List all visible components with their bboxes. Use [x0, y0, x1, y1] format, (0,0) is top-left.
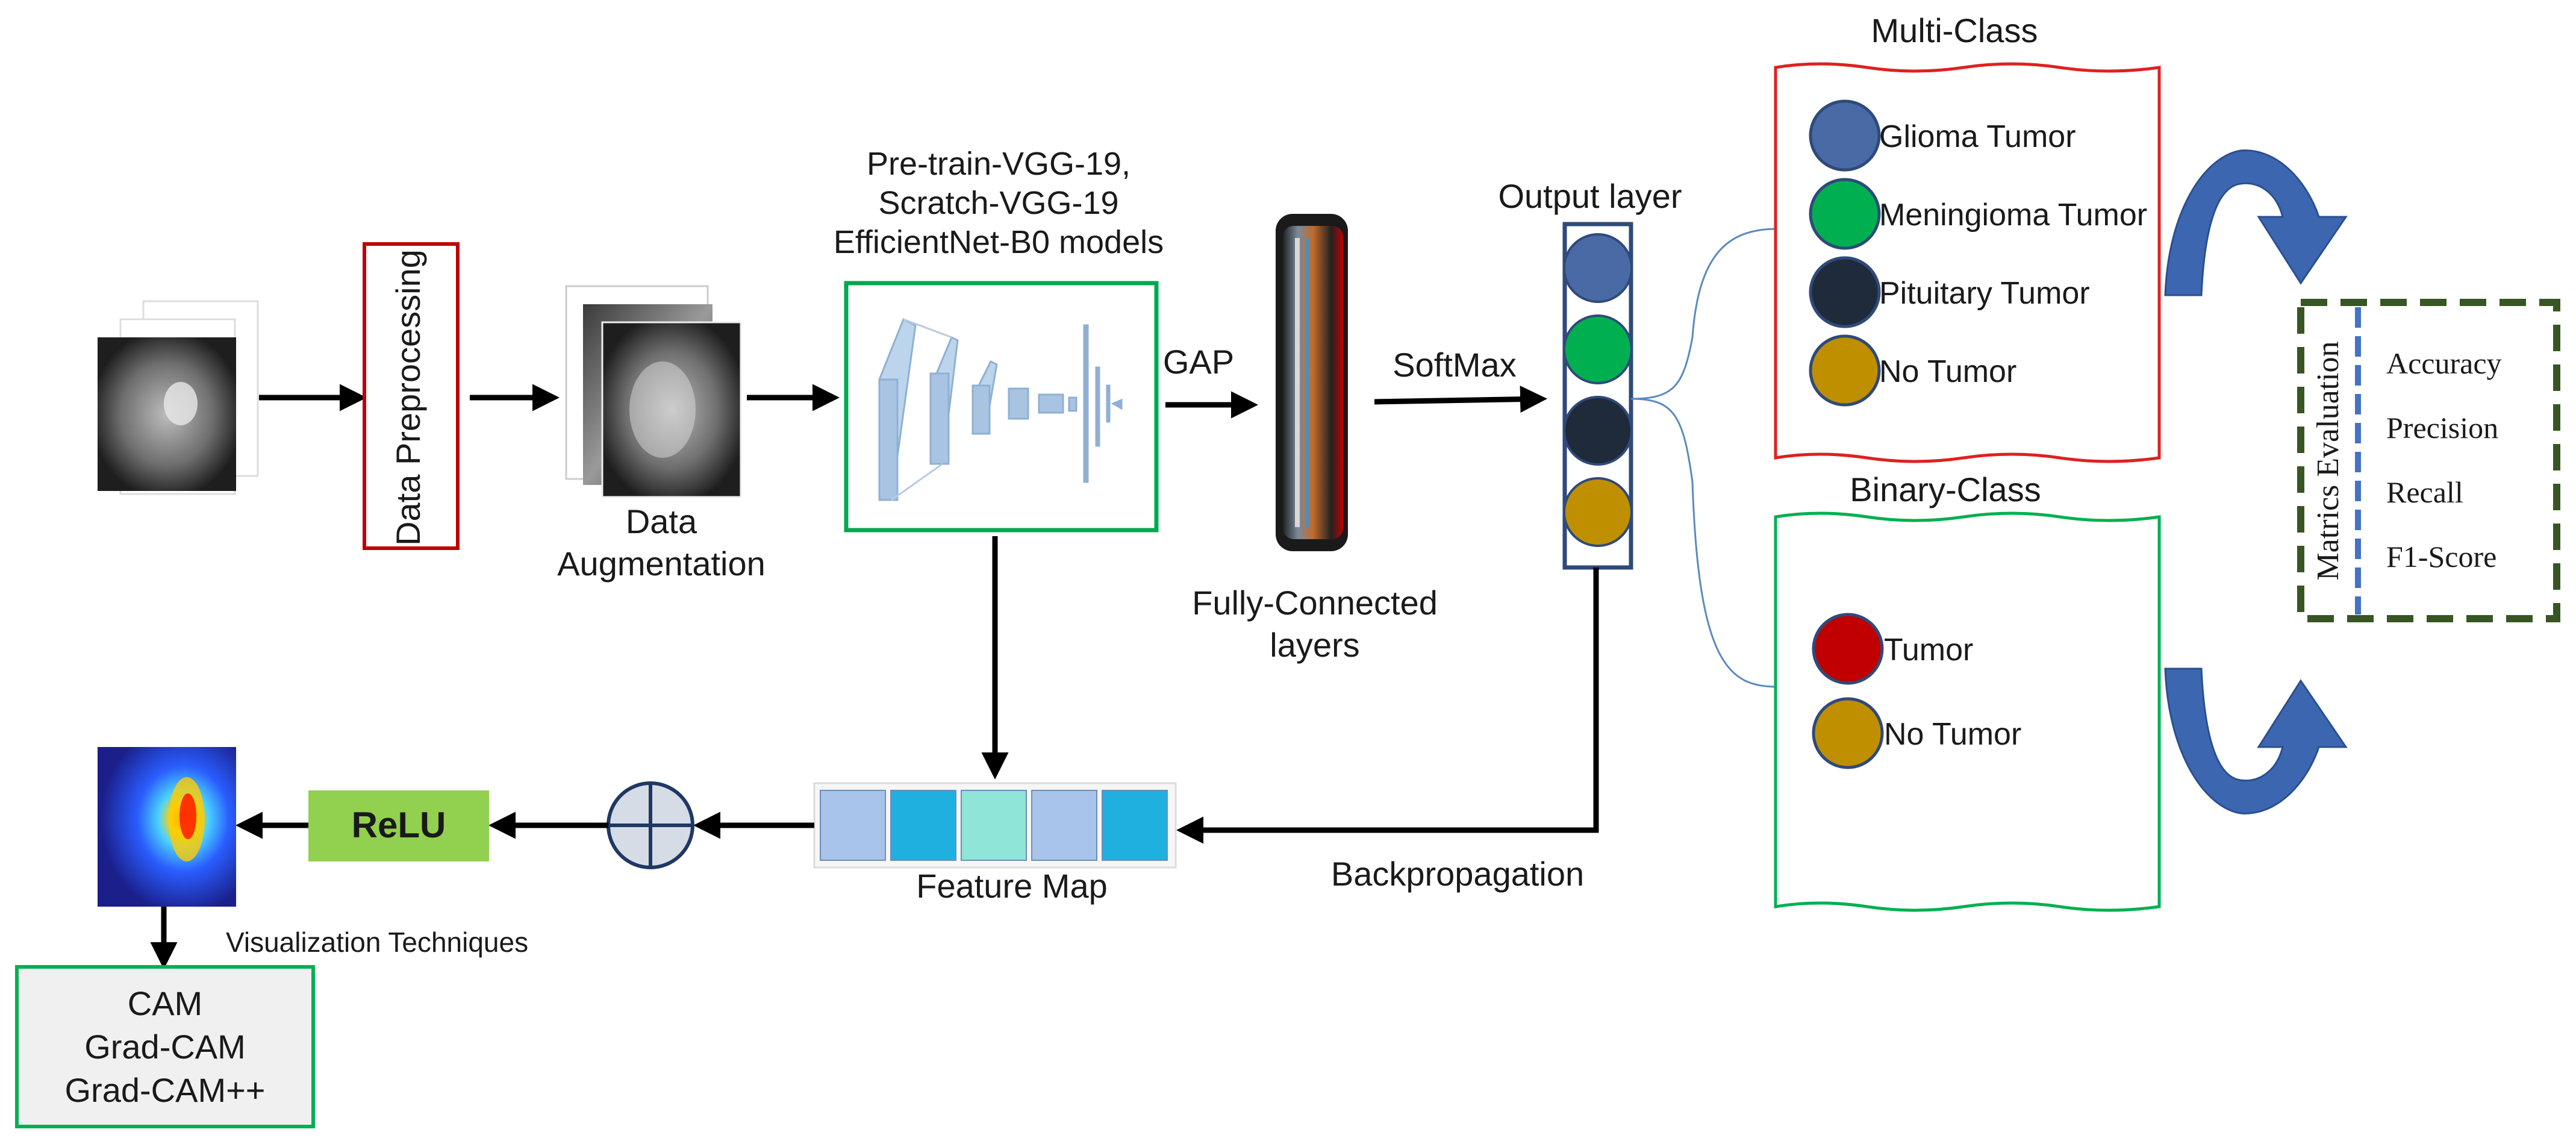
curved-arrow-top	[2164, 149, 2348, 296]
metrics-box	[2297, 299, 2560, 622]
multiclass-item-label: Pituitary Tumor	[1879, 276, 2090, 311]
models-label-line2: Scratch-VGG-19	[878, 185, 1118, 221]
models-label-line3: EfficientNet-B0 models	[834, 224, 1164, 260]
input-mri-images	[98, 300, 259, 495]
technique-item: Grad-CAM++	[65, 1071, 266, 1109]
relu-label: ReLU	[352, 805, 446, 845]
multiclass-item-label: Meningioma Tumor	[1879, 198, 2147, 233]
sum-operator	[607, 781, 694, 869]
output-node	[1563, 233, 1633, 303]
softmax-label: SoftMax	[1392, 346, 1516, 384]
technique-item: Grad-CAM	[84, 1028, 246, 1066]
arrow-softmax	[1374, 386, 1547, 413]
feature-map-cell	[890, 790, 956, 861]
output-node	[1563, 396, 1633, 466]
binaryclass-color-dot	[1812, 613, 1884, 685]
connector-to-multiclass	[1630, 228, 1777, 400]
binaryclass-box	[1774, 511, 2161, 912]
multiclass-color-dot	[1809, 178, 1881, 250]
gap-label: GAP	[1163, 343, 1234, 381]
curved-arrow-bottom	[2164, 667, 2348, 814]
metric-item: Recall	[2386, 475, 2463, 509]
augmentation-label-line2: Augmentation	[557, 545, 766, 583]
feature-map-cell	[961, 790, 1027, 861]
fc-label-line2: layers	[1270, 626, 1359, 664]
metric-item: Precision	[2386, 411, 2498, 445]
preprocessing-box	[363, 242, 460, 550]
connector-to-binaryclass	[1630, 398, 1777, 688]
multiclass-color-dot	[1809, 334, 1881, 407]
output-node	[1563, 314, 1633, 384]
augmented-mri-images	[565, 285, 742, 498]
feature-map-cell	[1031, 790, 1097, 861]
fully-connected-block	[1276, 214, 1348, 551]
heatmap-image	[98, 747, 236, 907]
metric-item: F1-Score	[2386, 540, 2496, 574]
feature-map-label: Feature Map	[916, 867, 1108, 905]
metric-item: Accuracy	[2386, 346, 2502, 380]
multiclass-title: Multi-Class	[1871, 11, 2038, 49]
cnn-architecture-icon	[878, 317, 1123, 501]
binaryclass-item-label: No Tumor	[1884, 717, 2021, 752]
visualization-label: Visualization Techniques	[226, 927, 528, 958]
feature-map-cell	[1102, 790, 1168, 861]
binaryclass-item-label: Tumor	[1884, 633, 1973, 667]
binaryclass-color-dot	[1812, 697, 1884, 769]
output-node	[1563, 477, 1633, 547]
preprocessing-label: Data Preprocessing	[389, 249, 427, 546]
augmentation-label-line1: Data	[626, 502, 697, 540]
feature-map-cell	[820, 790, 886, 861]
techniques-box	[15, 965, 315, 1128]
technique-item: CAM	[128, 984, 202, 1022]
backpropagation-label: Backpropagation	[1331, 855, 1584, 893]
models-label-line1: Pre-train-VGG-19,	[867, 146, 1131, 182]
multiclass-item-label: Glioma Tumor	[1879, 119, 2076, 154]
metrics-title: Matrics Evaluation	[2311, 341, 2345, 580]
fc-label-line1: Fully-Connected	[1192, 584, 1438, 622]
binaryclass-title: Binary-Class	[1850, 470, 2041, 508]
multiclass-color-dot	[1809, 99, 1881, 172]
multiclass-item-label: No Tumor	[1879, 354, 2016, 389]
multiclass-color-dot	[1809, 256, 1881, 328]
arrow-backpropagation	[1176, 567, 1599, 844]
relu-box	[308, 790, 489, 861]
output-layer-label: Output layer	[1498, 177, 1682, 215]
